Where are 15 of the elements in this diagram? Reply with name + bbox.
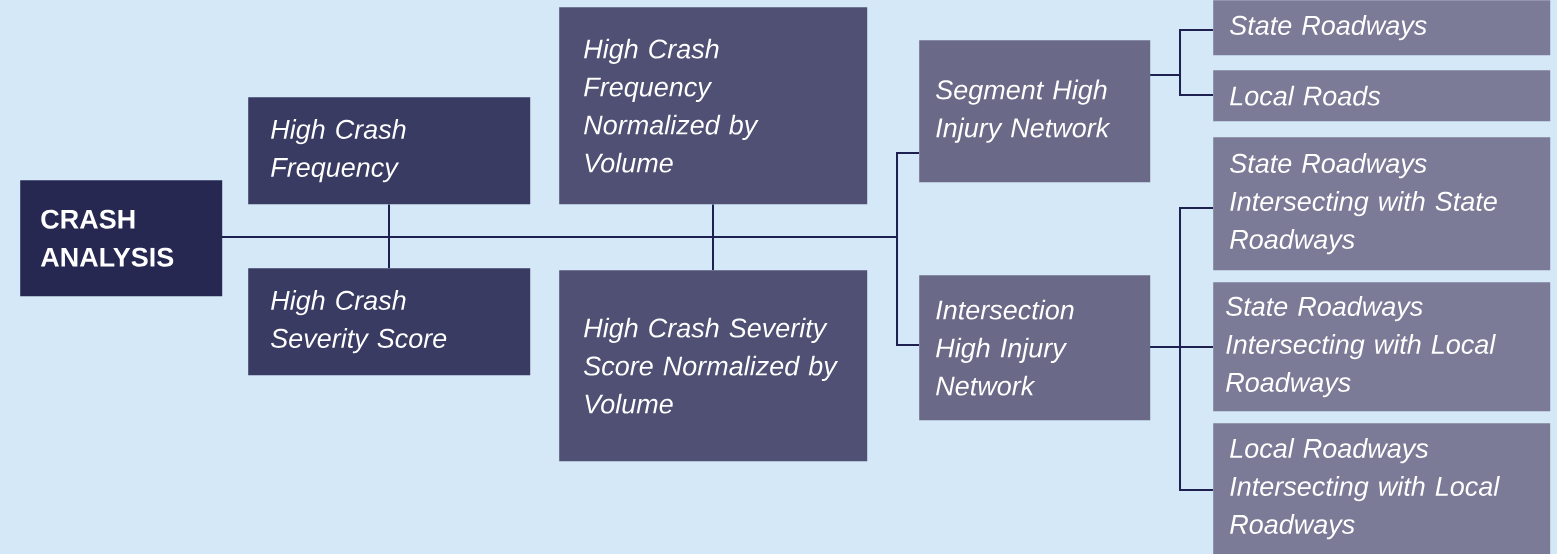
category-box: State Roadways [1213,0,1551,56]
category-box: Local Roads [1213,70,1551,122]
category-box: High Crash Frequency [248,97,531,205]
category-box: High Crash Severity Score Normalized by Volume [559,270,868,462]
category-box: State Roadways Intersecting with Local Roadways [1213,282,1551,412]
category-box: Local Roadways Intersecting with Local Roadways [1213,423,1551,554]
category-box: Segment High Injury Network [919,40,1151,183]
connector-line [1149,74,1214,96]
connector-line [221,236,920,346]
category-box: High Crash Severity Score [248,268,531,376]
category-box: High Crash Frequency Normalized by Volume [559,7,868,205]
root-box: CRASH ANALYSIS [20,180,223,297]
category-box: State Roadways Intersecting with State Roadways [1213,137,1551,271]
connector-line [1149,346,1214,491]
category-box: Intersection High Injury Network [919,275,1151,421]
